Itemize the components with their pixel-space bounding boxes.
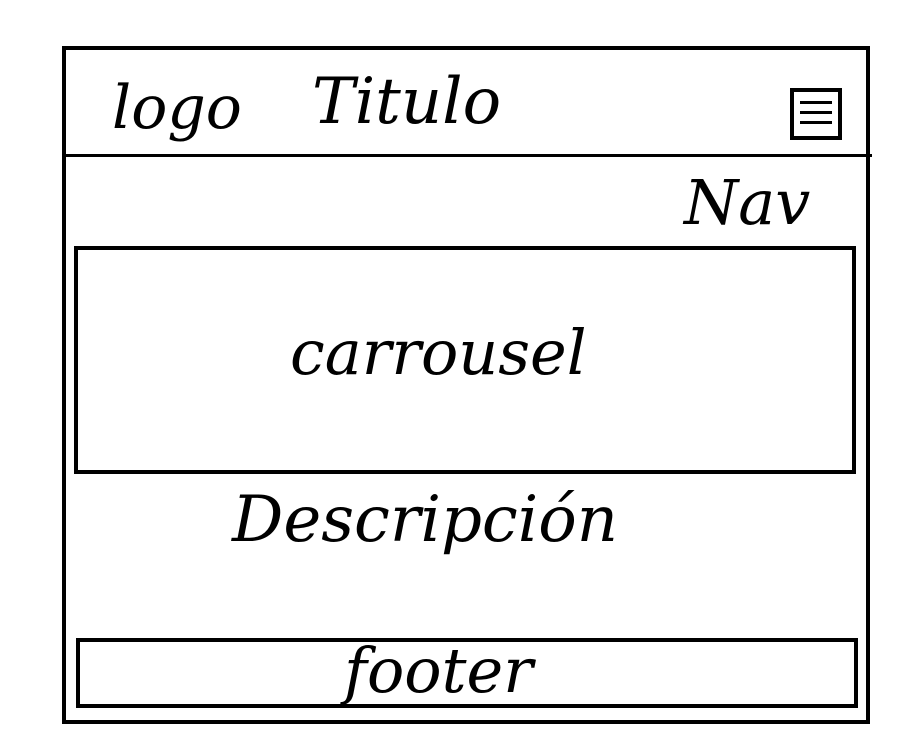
page-title: Titulo <box>312 65 502 139</box>
header-divider <box>62 154 872 157</box>
menu-bar <box>800 101 832 104</box>
nav-label[interactable]: Nav <box>684 166 811 239</box>
description-label: Descripción <box>232 483 618 557</box>
page-frame <box>62 46 870 724</box>
footer-label: footer <box>344 634 533 707</box>
carousel-box[interactable] <box>74 246 856 474</box>
logo[interactable]: logo <box>112 73 242 143</box>
menu-bar <box>800 121 832 124</box>
carousel-label: carrousel <box>290 316 587 389</box>
footer-box <box>76 638 858 708</box>
menu-bar <box>800 111 832 114</box>
hamburger-menu-icon[interactable] <box>790 88 842 140</box>
